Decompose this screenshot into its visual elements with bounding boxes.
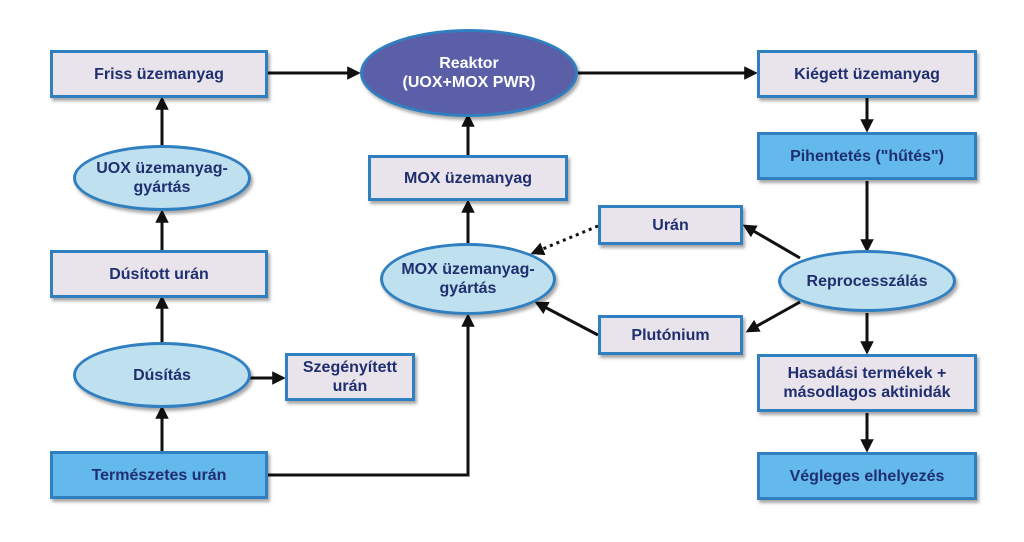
node-uran: Urán [598,205,743,245]
node-label: Reaktor (UOX+MOX PWR) [402,55,536,91]
node-reprocesszalas: Reprocesszálás [778,250,956,312]
node-label: Reprocesszálás [806,272,928,290]
node-mox-uzemanyag: MOX üzemanyag [368,155,568,201]
arrow-uran-to-mox-gyartas [530,224,599,256]
node-plutonium: Plutónium [598,315,743,355]
arrow-reprocesszalas-to-plutonium [745,300,801,333]
node-dusitott-uran: Dúsított urán [50,250,268,298]
node-reaktor: Reaktor (UOX+MOX PWR) [360,29,578,117]
node-friss-uzemanyag: Friss üzemanyag [50,50,268,98]
node-uox-uzemanyag-gyartas: UOX üzemanyag- gyártás [73,145,251,211]
node-label: Végleges elhelyezés [789,467,945,485]
node-label: MOX üzemanyag [403,169,533,187]
arrow-plutonium-to-mox-gyartas [534,301,599,337]
node-vegleges-elhelyezes: Végleges elhelyezés [757,452,977,500]
node-label: Dúsítás [133,366,191,384]
node-hasadasi-termekek: Hasadási termékek + másodlagos aktinidák [757,354,977,412]
node-label: Friss üzemanyag [94,65,224,83]
node-label: UOX üzemanyag- gyártás [96,160,228,196]
node-pihentetes: Pihentetés ("hűtés") [757,132,977,180]
node-label: MOX üzemanyag- gyártás [401,261,535,297]
node-label: Hasadási termékek + másodlagos aktinidák [783,365,951,401]
node-label: Plutónium [631,326,710,344]
node-kiegett-uzemanyag: Kiégett üzemanyag [757,50,977,98]
node-dusitas: Dúsítás [73,342,251,408]
node-label: Szegényített urán [302,359,398,395]
node-label: Természetes urán [91,466,227,484]
arrow-termeszetes-to-mox-gyartas [268,313,475,477]
node-label: Dúsított urán [109,265,209,283]
node-szegenyitett-uran: Szegényített urán [285,353,415,401]
arrow-reprocesszalas-to-uran [742,224,801,260]
node-termeszetes-uran: Természetes urán [50,451,268,499]
node-mox-uzemanyag-gyartas: MOX üzemanyag- gyártás [380,243,556,315]
node-label: Kiégett üzemanyag [794,65,940,83]
node-label: Urán [652,216,689,234]
node-label: Pihentetés ("hűtés") [790,147,944,165]
